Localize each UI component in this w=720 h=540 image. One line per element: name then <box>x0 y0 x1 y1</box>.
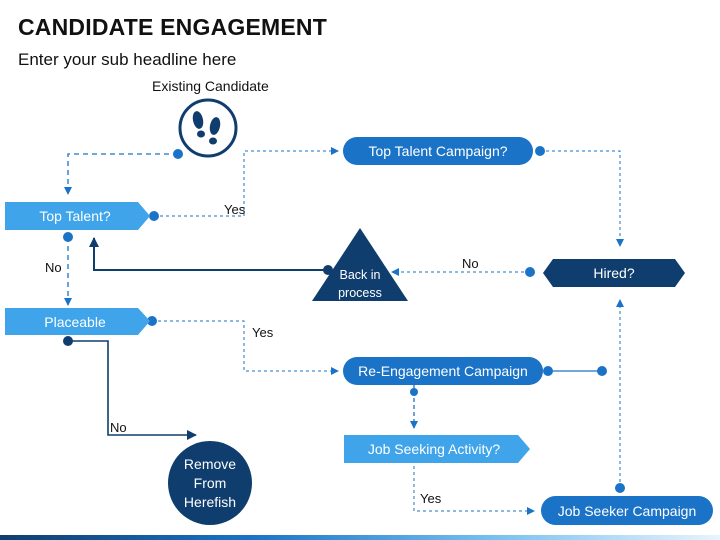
connector-dot <box>615 483 625 493</box>
re-engagement-campaign-node: Re-Engagement Campaign <box>343 357 543 385</box>
remove-line3: Herefish <box>183 494 237 510</box>
connector-placeable-yes <box>152 320 339 375</box>
placeable-label: Placeable <box>44 313 106 330</box>
bottom-gradient-bar <box>0 535 720 540</box>
connector-dot <box>525 267 535 277</box>
hired-shape <box>543 259 685 287</box>
remove-line1: Remove <box>183 456 237 472</box>
remove-from-herefish-shape <box>168 441 252 525</box>
connector-dot <box>597 366 607 376</box>
connector-start-to-top-talent <box>64 153 178 195</box>
edge-label-yes-job-seeking: Yes <box>420 491 442 506</box>
remove-from-herefish-label: Remove From Herefish <box>168 455 252 512</box>
placeable-shape <box>5 308 150 335</box>
back-in-process-label: Back in process <box>330 266 390 302</box>
footprints-icon <box>178 98 238 158</box>
back-in-process-shape <box>312 228 408 301</box>
connector-dot <box>63 336 73 346</box>
remove-line2: From <box>193 475 227 491</box>
job-seeking-activity-shape <box>344 435 530 463</box>
connector-dot <box>147 316 157 326</box>
connector-campaign-to-hired <box>540 150 624 247</box>
connector-dot <box>149 211 159 221</box>
top-talent-shape <box>5 202 150 230</box>
top-talent-campaign-node: Top Talent Campaign? <box>343 137 533 165</box>
edge-label-no-hired: No <box>462 256 479 271</box>
job-seeker-campaign-node: Job Seeker Campaign <box>541 496 713 525</box>
connector-dot <box>323 265 333 275</box>
edge-label-no-top-talent: No <box>45 260 62 275</box>
job-seeking-activity-label: Job Seeking Activity? <box>367 441 501 457</box>
edge-label-yes-placeable: Yes <box>252 325 274 340</box>
connector-job-seeking-yes <box>413 466 535 515</box>
connector-dot <box>543 366 553 376</box>
top-talent-label: Top Talent? <box>39 208 111 224</box>
connector-dot <box>410 388 418 396</box>
page-subtitle: Enter your sub headline here <box>18 50 237 69</box>
back-in-process-line1: Back in <box>339 268 381 282</box>
edge-label-no-placeable: No <box>110 420 127 435</box>
connector-dot <box>173 149 183 159</box>
edge-label-yes-top-talent: Yes <box>224 202 246 217</box>
page-title: CANDIDATE ENGAGEMENT <box>18 14 327 40</box>
hired-label: Hired? <box>593 265 635 281</box>
connector-yes-to-campaign <box>154 147 339 217</box>
connector-placeable-no <box>68 340 197 440</box>
existing-candidate-label: Existing Candidate <box>152 78 269 94</box>
back-in-process-line2: process <box>338 286 382 300</box>
connector-dot <box>535 146 545 156</box>
connector-back-to-top-talent <box>89 237 328 271</box>
connector-dot <box>63 232 73 242</box>
